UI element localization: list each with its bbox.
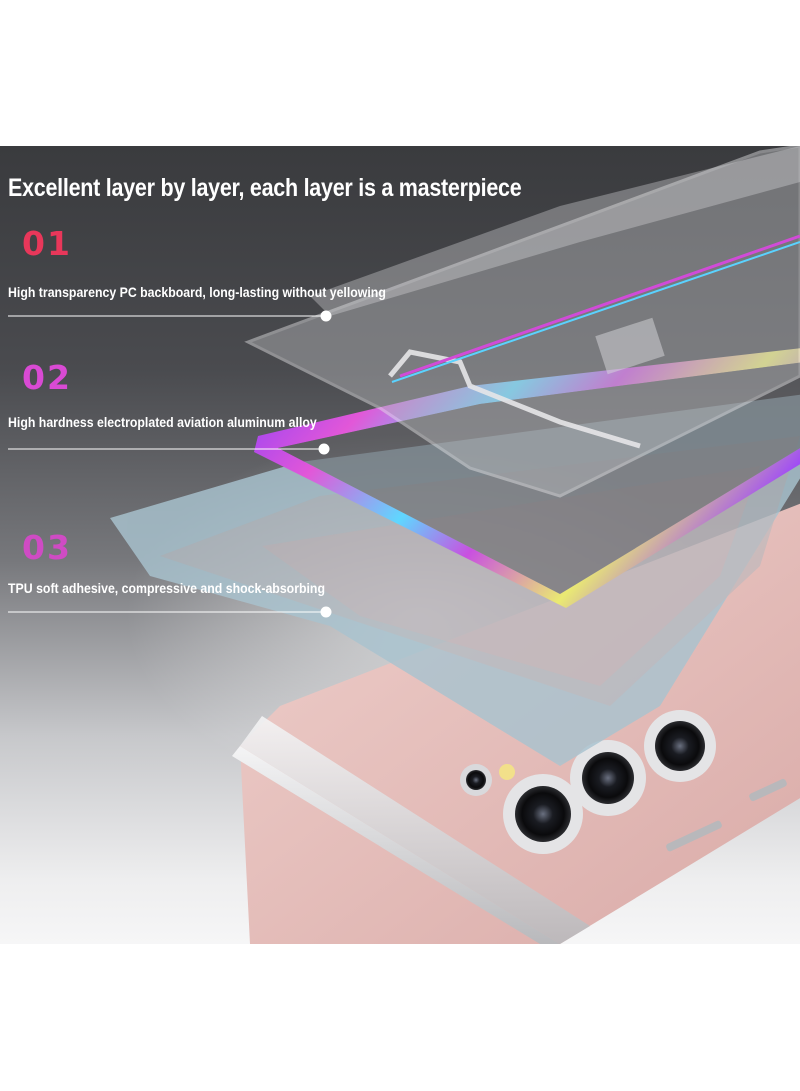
headline: Excellent layer by layer, each layer is …: [8, 174, 522, 202]
layer-number-02: 02: [22, 358, 72, 397]
layer-number-01: 01: [22, 224, 72, 263]
layer-description-01: High transparency PC backboard, long-las…: [8, 284, 386, 300]
layer-number-03: 03: [22, 528, 72, 567]
phone-case-layers-graphic: [8, 146, 800, 944]
layer-description-02: High hardness electroplated aviation alu…: [8, 414, 317, 430]
pc-backboard-graphic: [244, 146, 800, 498]
layer-description-03: TPU soft adhesive, compressive and shock…: [8, 580, 325, 596]
aluminum-frame-graphic: [254, 348, 800, 608]
product-illustration: Excellent layer by layer, each layer is …: [0, 146, 800, 944]
callout-lines: [8, 310, 332, 618]
